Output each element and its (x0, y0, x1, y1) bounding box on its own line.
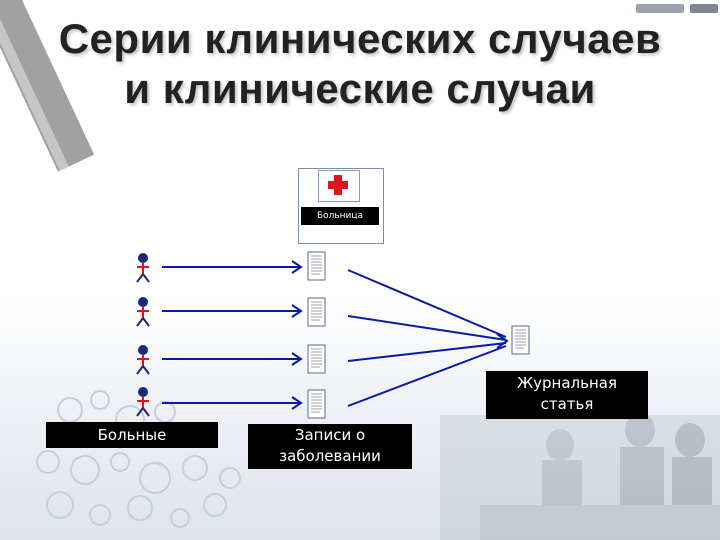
arrow (347, 342, 507, 362)
hospital-label: Больница (301, 207, 379, 225)
arrowhead-icon (291, 260, 303, 274)
arrow (347, 269, 507, 338)
arrowhead-icon (291, 304, 303, 318)
medical-record-icon (307, 389, 326, 419)
arrowhead-icon (291, 396, 303, 410)
medical-record-icon (307, 344, 326, 374)
records-label-line2: заболевании (279, 447, 381, 465)
medical-record-icon (307, 251, 326, 281)
article-label-line1: Журнальная (516, 374, 617, 392)
records-label: Записи о заболевании (248, 424, 412, 469)
slide-title-line2: и клинические случаи (124, 65, 596, 112)
pen-decoration-icon (0, 0, 95, 172)
meeting-photo-decoration (440, 413, 720, 540)
slide-title-line1: Серии клинических случаев (58, 15, 662, 62)
patient-figure-icon (136, 386, 150, 417)
slide-title: Серии клинических случаев и клинические … (20, 14, 700, 114)
patient-figure-icon (136, 252, 150, 283)
patients-label: Больные (46, 422, 218, 448)
arrowhead-icon (496, 333, 509, 349)
article-label: Журнальная статья (486, 371, 648, 419)
article-label-line2: статья (540, 395, 594, 413)
arrowhead-icon (291, 352, 303, 366)
patient-to-record-arrows (162, 260, 303, 410)
patient-figure-icon (136, 344, 150, 375)
arrow (347, 315, 507, 341)
patient-figure-icon (136, 296, 150, 327)
corner-tabs-icon (636, 4, 718, 13)
arrow (347, 345, 507, 407)
record-to-article-arrows (347, 269, 509, 407)
hospital-cross-icon-bar (328, 181, 348, 189)
journal-article-icon (511, 325, 530, 355)
records-label-line1: Записи о (294, 426, 366, 444)
medical-record-icon (307, 297, 326, 327)
